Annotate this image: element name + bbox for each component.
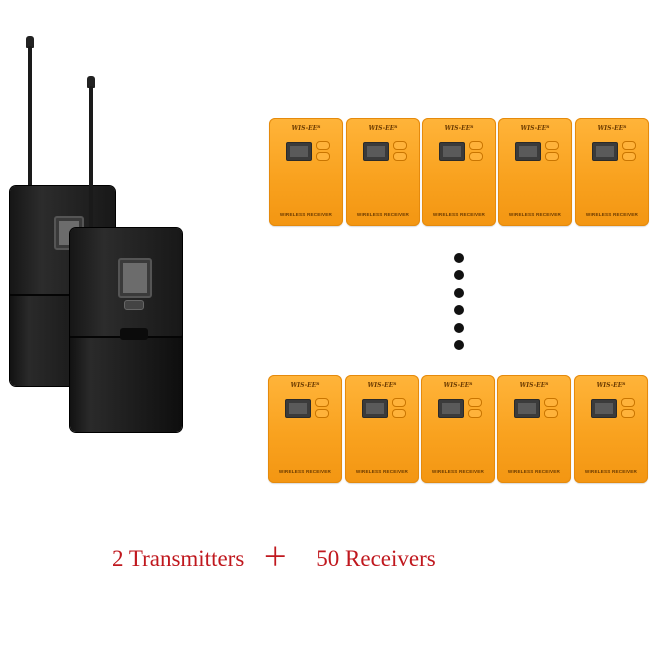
housing-seam [10, 294, 115, 296]
receiver-button [621, 409, 635, 418]
ellipsis-dot [454, 288, 464, 298]
caption-transmitters: 2 Transmitters [112, 546, 245, 571]
receiver-label: WIRELESS RECEIVER [507, 469, 561, 474]
receiver-button [316, 141, 330, 150]
receiver-logo: WIS-EEᴿ [596, 382, 626, 389]
receiver-screen [515, 142, 541, 161]
antenna [28, 46, 32, 196]
receiver-screen [363, 142, 389, 161]
receiver-screen [286, 142, 312, 161]
receiver-button [622, 141, 636, 150]
ellipsis-dot [454, 340, 464, 350]
ellipsis-dot [454, 253, 464, 263]
receiver-logo: WIS-EEᴿ [368, 125, 398, 132]
receiver-button [316, 152, 330, 161]
receiver: WIS-EEᴿ WIRELESS RECEIVER [575, 118, 649, 226]
receiver-label: WIRELESS RECEIVER [355, 469, 409, 474]
plus-sign: ＋ [262, 543, 289, 572]
belt-clip [120, 328, 148, 340]
receiver-logo: WIS-EEᴿ [443, 382, 473, 389]
receiver-button [621, 398, 635, 407]
receiver-label: WIRELESS RECEIVER [585, 212, 639, 217]
receiver-logo: WIS-EEᴿ [520, 125, 550, 132]
receiver-label: WIRELESS RECEIVER [431, 469, 485, 474]
antenna-tip [26, 36, 34, 48]
caption-receivers: 50 Receivers [316, 546, 436, 571]
receiver-label: WIRELESS RECEIVER [584, 469, 638, 474]
receiver: WIS-EEᴿ WIRELESS RECEIVER [421, 375, 495, 483]
receiver-button [468, 398, 482, 407]
receiver: WIS-EEᴿ WIRELESS RECEIVER [269, 118, 343, 226]
receiver-logo: WIS-EEᴿ [290, 382, 320, 389]
transmitter-body [70, 228, 182, 432]
receiver-logo: WIS-EEᴿ [291, 125, 321, 132]
transmitter-display [118, 258, 152, 298]
receiver-button [315, 398, 329, 407]
receiver-button [469, 141, 483, 150]
receiver: WIS-EEᴿ WIRELESS RECEIVER [497, 375, 571, 483]
receiver-button [545, 152, 559, 161]
receiver-button [468, 409, 482, 418]
receiver-button [392, 409, 406, 418]
receiver-label: WIRELESS RECEIVER [432, 212, 486, 217]
receiver-screen [591, 399, 617, 418]
receiver-label: WIRELESS RECEIVER [356, 212, 410, 217]
ellipsis-dot [454, 305, 464, 315]
receiver: WIS-EEᴿ WIRELESS RECEIVER [574, 375, 648, 483]
receiver-button [392, 398, 406, 407]
receiver-screen [438, 399, 464, 418]
receiver-button [544, 398, 558, 407]
receiver: WIS-EEᴿ WIRELESS RECEIVER [422, 118, 496, 226]
caption: 2 Transmitters ＋ 50 Receivers [112, 537, 436, 574]
antenna [89, 86, 93, 236]
receiver-button [393, 152, 407, 161]
receiver-button [544, 409, 558, 418]
ellipsis-dot [454, 270, 464, 280]
receiver-logo: WIS-EEᴿ [519, 382, 549, 389]
receiver-button [393, 141, 407, 150]
receiver: WIS-EEᴿ WIRELESS RECEIVER [268, 375, 342, 483]
receiver-label: WIRELESS RECEIVER [279, 212, 333, 217]
receiver-button [622, 152, 636, 161]
transmitter-button [124, 300, 144, 310]
receiver: WIS-EEᴿ WIRELESS RECEIVER [498, 118, 572, 226]
receiver: WIS-EEᴿ WIRELESS RECEIVER [346, 118, 420, 226]
receiver-screen [514, 399, 540, 418]
receiver-button [469, 152, 483, 161]
receiver-screen [439, 142, 465, 161]
receiver-label: WIRELESS RECEIVER [278, 469, 332, 474]
receiver-button [545, 141, 559, 150]
receiver: WIS-EEᴿ WIRELESS RECEIVER [345, 375, 419, 483]
ellipsis-dot [454, 323, 464, 333]
antenna-tip [87, 76, 95, 88]
receiver-button [315, 409, 329, 418]
receiver-logo: WIS-EEᴿ [444, 125, 474, 132]
receiver-logo: WIS-EEᴿ [597, 125, 627, 132]
receiver-label: WIRELESS RECEIVER [508, 212, 562, 217]
receiver-screen [362, 399, 388, 418]
receiver-screen [592, 142, 618, 161]
receiver-screen [285, 399, 311, 418]
receiver-logo: WIS-EEᴿ [367, 382, 397, 389]
